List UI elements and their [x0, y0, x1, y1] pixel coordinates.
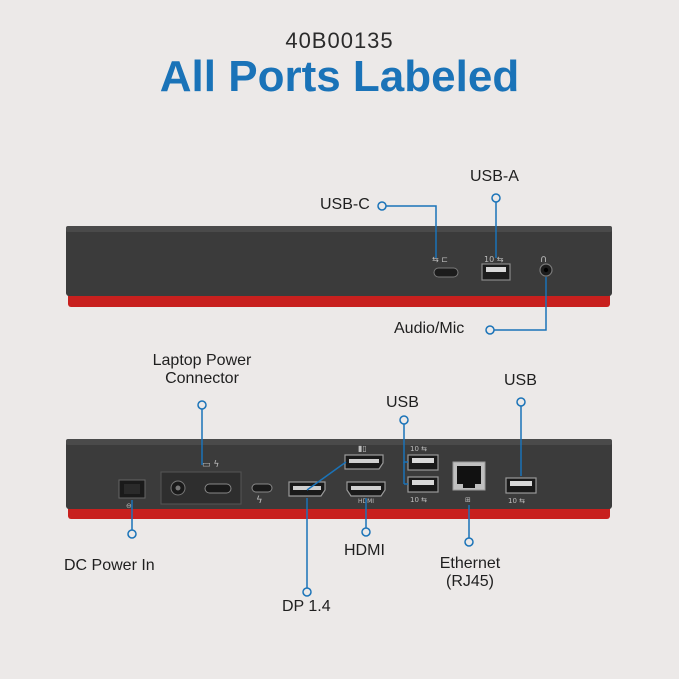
- rear-dc-power-port-icon: ⊖: [118, 479, 146, 510]
- rear-thunderbolt-icon: ϟ: [251, 483, 273, 506]
- label-laptop-power-line1: Laptop Power: [152, 352, 252, 369]
- rear-displayport-icon: [288, 481, 326, 497]
- svg-text:10 ⇆: 10 ⇆: [410, 445, 427, 453]
- svg-text:⊖: ⊖: [126, 502, 132, 510]
- svg-text:ϟ: ϟ: [256, 495, 263, 506]
- rear-displayport-upper-icon: ▮▯: [344, 444, 384, 470]
- front-callout-lines: [377, 193, 547, 335]
- rear-usb-a-port-icon: 10 ⇆ 10 ⇆: [407, 445, 439, 504]
- svg-text:⇆ ⊏: ⇆ ⊏: [432, 255, 448, 264]
- front-dock: ⇆ ⊏ 10 ⇆ ∩: [66, 226, 612, 307]
- rear-ethernet-port-icon: ⊞: [452, 461, 486, 504]
- rear-usb-a-right-port-icon: 10 ⇆: [505, 477, 537, 505]
- label-ethernet-line2: (RJ45): [445, 573, 494, 590]
- svg-text:▮▯: ▮▯: [358, 444, 367, 453]
- label-front-usb-a: USB-A: [470, 168, 519, 185]
- front-dock-body: [66, 226, 612, 296]
- model-number: 40B00135: [285, 28, 394, 53]
- rear-dock-body: [66, 439, 612, 509]
- label-ethernet: Ethernet (RJ45): [430, 555, 510, 591]
- label-laptop-power-line2: Connector: [165, 370, 239, 387]
- rear-callout-lines: [127, 397, 526, 597]
- front-headset-jack-icon: ∩: [539, 254, 553, 277]
- label-laptop-power-connector: Laptop Power Connector: [136, 352, 268, 388]
- svg-text:10 ⇆: 10 ⇆: [484, 255, 504, 264]
- svg-text:⊞: ⊞: [465, 496, 471, 504]
- front-usb-c-port-icon: ⇆ ⊏: [432, 255, 459, 278]
- svg-text:∩: ∩: [540, 254, 547, 265]
- front-usb-a-port-icon: 10 ⇆: [481, 255, 511, 281]
- label-hdmi: HDMI: [344, 542, 385, 559]
- label-usb-right: USB: [504, 372, 537, 389]
- rear-laptop-power-port-icon: ▭ ϟ: [160, 460, 242, 505]
- front-dock-stripe: [68, 293, 610, 307]
- label-front-usb-c: USB-C: [320, 196, 370, 213]
- label-dc-power-in: DC Power In: [64, 557, 155, 574]
- svg-text:10 ⇆: 10 ⇆: [410, 496, 427, 504]
- label-dp-1-4: DP 1.4: [282, 598, 331, 615]
- label-usb-middle: USB: [386, 394, 419, 411]
- headline: All Ports Labeled: [159, 52, 520, 101]
- rear-dock: ⊖ ▭ ϟ ϟ ▮▯: [66, 439, 612, 519]
- label-audio-mic: Audio/Mic: [394, 320, 465, 337]
- svg-text:▭ ϟ: ▭ ϟ: [202, 460, 219, 470]
- svg-text:10 ⇆: 10 ⇆: [508, 497, 525, 505]
- label-ethernet-line1: Ethernet: [439, 555, 501, 572]
